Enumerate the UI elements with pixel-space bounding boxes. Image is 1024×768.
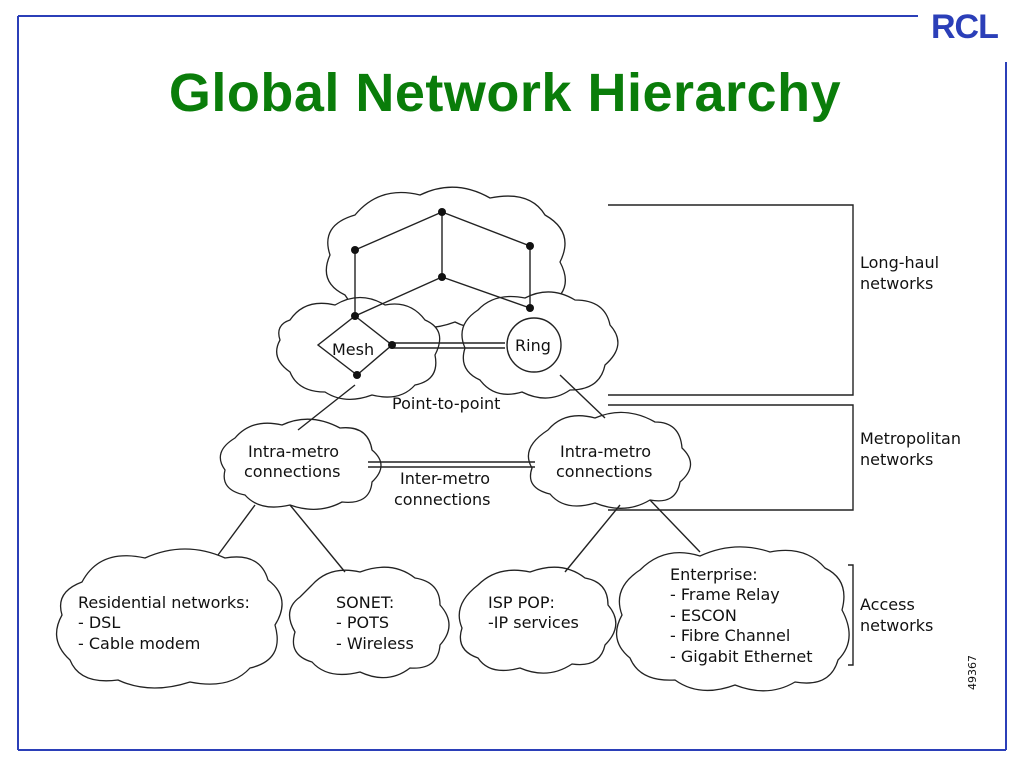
figure-id: 49367 xyxy=(966,655,979,690)
sonet-label-line2: - POTS xyxy=(336,613,389,632)
enterprise-label-line5: - Gigabit Ethernet xyxy=(670,647,813,666)
inter-metro-label-line2: connections xyxy=(394,490,491,509)
long-haul-tier-label-line1: Long-haul xyxy=(860,253,939,272)
ring-label: Ring xyxy=(515,336,551,355)
isp-pop-cloud xyxy=(458,566,617,674)
enterprise-label-line4: - Fibre Channel xyxy=(670,626,790,645)
point-to-point-label: Point-to-point xyxy=(392,394,500,413)
enterprise-label-line2: - Frame Relay xyxy=(670,585,780,604)
ring-node xyxy=(506,317,562,373)
rcl-logo: RCL xyxy=(931,8,999,46)
mesh-cloud xyxy=(276,296,441,400)
metropolitan-tier-label-line1: Metropolitan xyxy=(860,429,961,448)
intra-metro-right-label-line2: connections xyxy=(556,462,653,481)
access-tier-label-line2: networks xyxy=(860,616,933,635)
intra-metro-right-label-line1: Intra-metro xyxy=(560,442,651,461)
residential-label-line2: - DSL xyxy=(78,613,120,632)
sonet-label-line1: SONET: xyxy=(336,593,394,612)
mesh-label: Mesh xyxy=(332,340,374,359)
intra-metro-left-label-line1: Intra-metro xyxy=(248,442,339,461)
residential-cloud xyxy=(55,548,283,689)
residential-label-line3: - Cable modem xyxy=(78,634,200,653)
metropolitan-tier-label-line2: networks xyxy=(860,450,933,469)
enterprise-cloud xyxy=(615,546,850,692)
slide-title: Global Network Hierarchy xyxy=(168,63,842,123)
inter-metro-label-line1: Inter-metro xyxy=(400,469,490,488)
residential-label-line1: Residential networks: xyxy=(78,593,250,612)
sonet-cloud xyxy=(288,566,450,679)
sonet-label-line3: - Wireless xyxy=(336,634,414,653)
isp-pop-label-line2: -IP services xyxy=(488,613,579,632)
enterprise-label-line3: - ESCON xyxy=(670,606,737,625)
enterprise-label-line1: Enterprise: xyxy=(670,565,758,584)
intra-metro-left-label-line2: connections xyxy=(244,462,341,481)
long-haul-tier-label-line2: networks xyxy=(860,274,933,293)
isp-pop-label-line1: ISP POP: xyxy=(488,593,555,612)
access-tier-label-line1: Access xyxy=(860,595,915,614)
intra-metro-right-cloud xyxy=(527,411,692,509)
